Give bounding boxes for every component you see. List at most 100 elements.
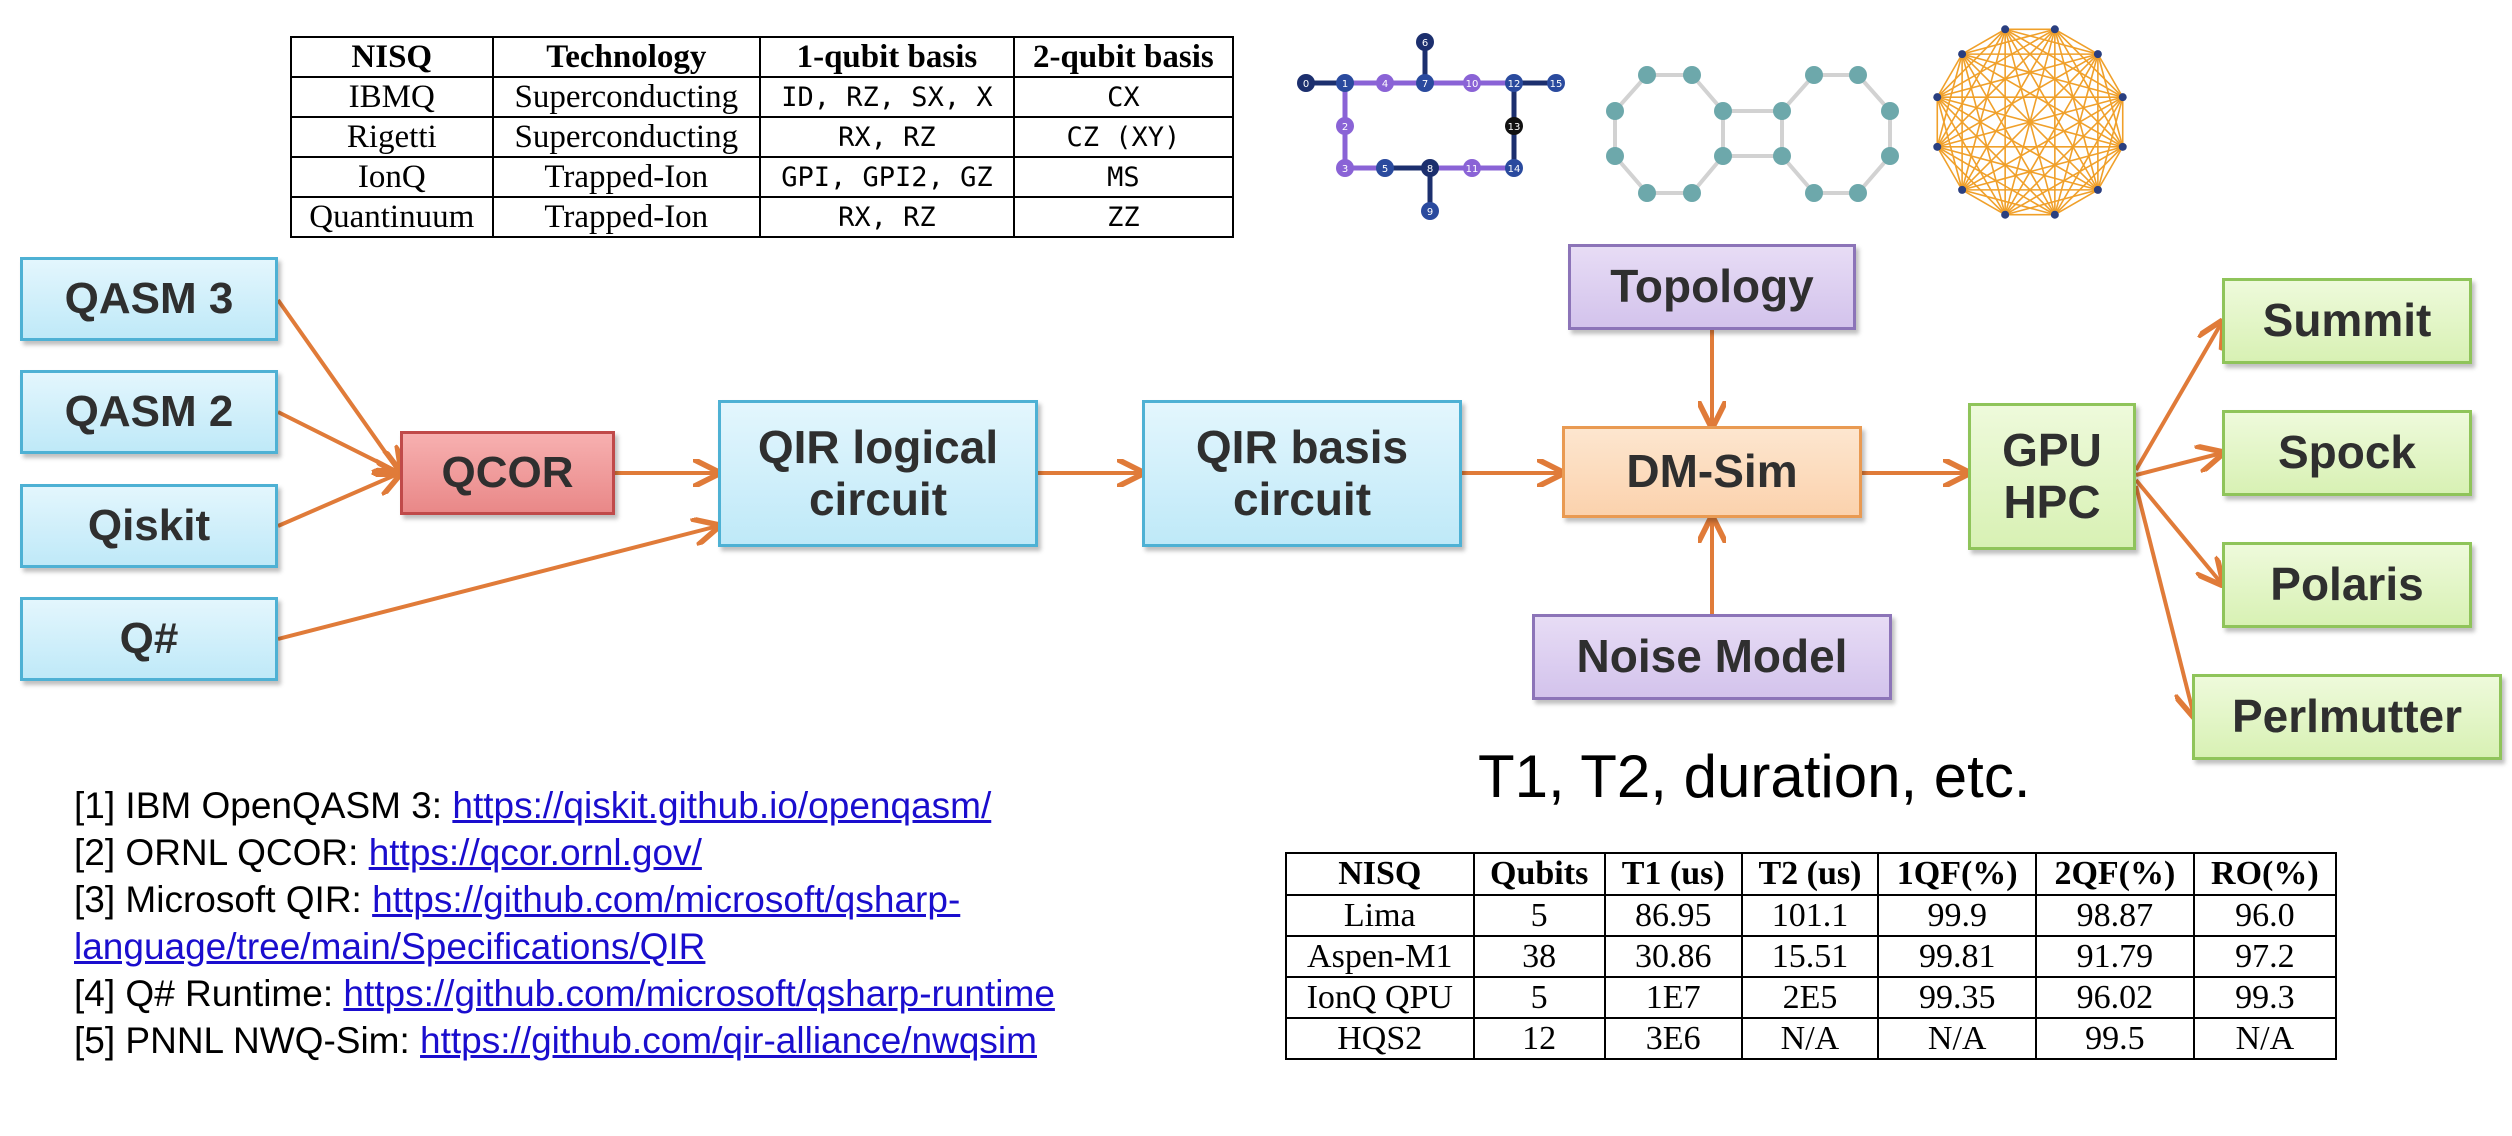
- table-cell: N/A: [1740, 1017, 1880, 1060]
- graph-node: [2093, 185, 2102, 194]
- arrow-qiskit-to-qcor: [277, 473, 400, 528]
- table-cell: Trapped-Ion: [491, 156, 762, 198]
- reference-line: [2] ORNL QCOR: https://qcor.ornl.gov/: [74, 829, 1055, 876]
- svg-text:12: 12: [1508, 79, 1521, 90]
- svg-text:14: 14: [1508, 164, 1521, 175]
- table-cell: 86.95: [1603, 894, 1743, 937]
- qasm2-node: QASM 2: [20, 370, 278, 454]
- table-cell: GPI, GPI2, GZ: [759, 156, 1015, 198]
- svg-text:6: 6: [1422, 38, 1428, 49]
- reference-link[interactable]: https://qcor.ornl.gov/: [368, 832, 702, 873]
- graph-edge: [1936, 53, 1963, 98]
- reference-line: [1] IBM OpenQASM 3: https://qiskit.githu…: [74, 782, 1055, 829]
- table-cell: Trapped-Ion: [491, 196, 762, 238]
- heavy-hex-topology-graph: 0 1 2 3 4 5 6 7 8 9 10 11 12 13 14 15: [1297, 33, 1565, 220]
- graph-edge: [1961, 28, 2056, 191]
- qsharp-node: Q#: [20, 597, 278, 681]
- table-cell: 101.1: [1740, 894, 1880, 937]
- graph-node: [1933, 142, 1942, 151]
- table-cell: HQS2: [1285, 1017, 1475, 1060]
- qir-logical-circuit-node: QIR logical circuit: [718, 400, 1038, 547]
- table-cell: 97.2: [2192, 935, 2338, 978]
- graph-node: [2093, 50, 2102, 59]
- graph-node: [2050, 210, 2059, 219]
- table-row: IBMQ Superconducting ID, RZ, SX, X CX: [290, 76, 1235, 118]
- references-list: [1] IBM OpenQASM 3: https://qiskit.githu…: [74, 782, 1055, 1064]
- graph-node: [2001, 210, 2010, 219]
- graph-edge: [1961, 53, 2056, 216]
- graph-edge: [1961, 53, 2006, 215]
- spock-node: Spock: [2222, 410, 2472, 496]
- graph-edge: [1936, 146, 1963, 191]
- reference-label: [1] IBM OpenQASM 3:: [74, 785, 453, 826]
- table-cell: 91.79: [2035, 935, 2195, 978]
- arrow-gpu-to-polaris: [2134, 478, 2222, 584]
- gpu-hpc-node: GPU HPC: [1968, 403, 2136, 550]
- reference-label: [3] Microsoft QIR:: [74, 879, 373, 920]
- reference-link[interactable]: https://github.com/microsoft/qsharp-: [372, 879, 961, 920]
- reference-link[interactable]: https://github.com/qir-alliance/nwqsim: [420, 1020, 1037, 1061]
- graph-edge: [2004, 29, 2056, 215]
- svg-text:4: 4: [1382, 79, 1388, 90]
- graph-edge: [1936, 53, 1963, 148]
- table-cell: ZZ: [1012, 196, 1235, 238]
- header-cell: Qubits: [1472, 852, 1606, 896]
- table-row: Quantinuum Trapped-Ion RX, RZ ZZ: [290, 196, 1235, 238]
- table-row: Aspen-M1 38 30.86 15.51 99.81 91.79 97.2: [1285, 935, 2338, 978]
- header-cell: T2 (us): [1740, 852, 1880, 896]
- table-cell: MS: [1012, 156, 1235, 198]
- graph-edge: [2004, 28, 2099, 191]
- reference-link[interactable]: language/tree/main/Specifications/QIR: [74, 926, 706, 967]
- reference-label: [5] PNNL NWQ-Sim:: [74, 1020, 421, 1061]
- reference-link[interactable]: https://github.com/microsoft/qsharp-runt…: [343, 973, 1055, 1014]
- octagonal-lattice-topology-graph: [1606, 66, 1899, 202]
- noise-model-node: Noise Model: [1532, 614, 1892, 700]
- table-row: Rigetti Superconducting RX, RZ CZ (XY): [290, 116, 1235, 158]
- svg-text:7: 7: [1422, 79, 1428, 90]
- graph-edge: [1961, 29, 2006, 191]
- graph-node: [1958, 185, 1967, 194]
- graph-node: [1958, 50, 1967, 59]
- table-cell: 30.86: [1603, 935, 1743, 978]
- header-cell: Technology: [491, 36, 762, 78]
- graph-edge: [1937, 146, 2099, 191]
- table-cell: 12: [1472, 1017, 1606, 1060]
- noise-parameters-caption: T1, T2, duration, etc.: [1478, 743, 2031, 810]
- table-cell: RX, RZ: [759, 116, 1015, 158]
- svg-text:3: 3: [1342, 164, 1348, 175]
- table-cell: CX: [1012, 76, 1235, 118]
- table-cell: 38: [1472, 935, 1606, 978]
- table-cell: IBMQ: [290, 76, 494, 118]
- graph-node: [2118, 93, 2127, 102]
- graph-edge: [2004, 28, 2099, 55]
- header-cell: 2-qubit basis: [1012, 36, 1235, 78]
- svg-text:15: 15: [1550, 79, 1563, 90]
- table-cell: Lima: [1285, 894, 1475, 937]
- graph-edge: [1936, 53, 2099, 148]
- table-cell: 96.0: [2192, 894, 2338, 937]
- qiskit-node: Qiskit: [20, 484, 278, 568]
- graph-edge: [2097, 146, 2124, 191]
- arrow-gpu-to-perlmutter: [2134, 485, 2194, 716]
- svg-text:5: 5: [1382, 164, 1388, 175]
- table-cell: CZ (XY): [1012, 116, 1235, 158]
- graph-edge: [1961, 189, 2006, 216]
- all-to-all-topology-graph: [1933, 25, 2127, 219]
- reference-line: language/tree/main/Specifications/QIR: [74, 923, 1055, 970]
- svg-text:0: 0: [1303, 79, 1309, 90]
- reference-link[interactable]: https://qiskit.github.io/openqasm/: [452, 785, 992, 826]
- arrow-gpu-to-spock: [2135, 453, 2222, 477]
- summit-node: Summit: [2222, 278, 2472, 364]
- graph-edge: [2004, 28, 2124, 148]
- graph-edge: [2004, 53, 2099, 216]
- table-cell: 3E6: [1603, 1017, 1743, 1060]
- table-cell: 99.3: [2192, 976, 2338, 1019]
- perlmutter-node: Perlmutter: [2192, 674, 2502, 760]
- header-cell: NISQ: [290, 36, 494, 78]
- reference-line: [3] Microsoft QIR: https://github.com/mi…: [74, 876, 1055, 923]
- table-cell: IonQ QPU: [1285, 976, 1475, 1019]
- table-cell: 5: [1472, 976, 1606, 1019]
- table-cell: N/A: [1877, 1017, 2038, 1060]
- graph-edge: [1961, 53, 2123, 98]
- table-header-row: NISQ Qubits T1 (us) T2 (us) 1QF(%) 2QF(%…: [1285, 852, 2338, 896]
